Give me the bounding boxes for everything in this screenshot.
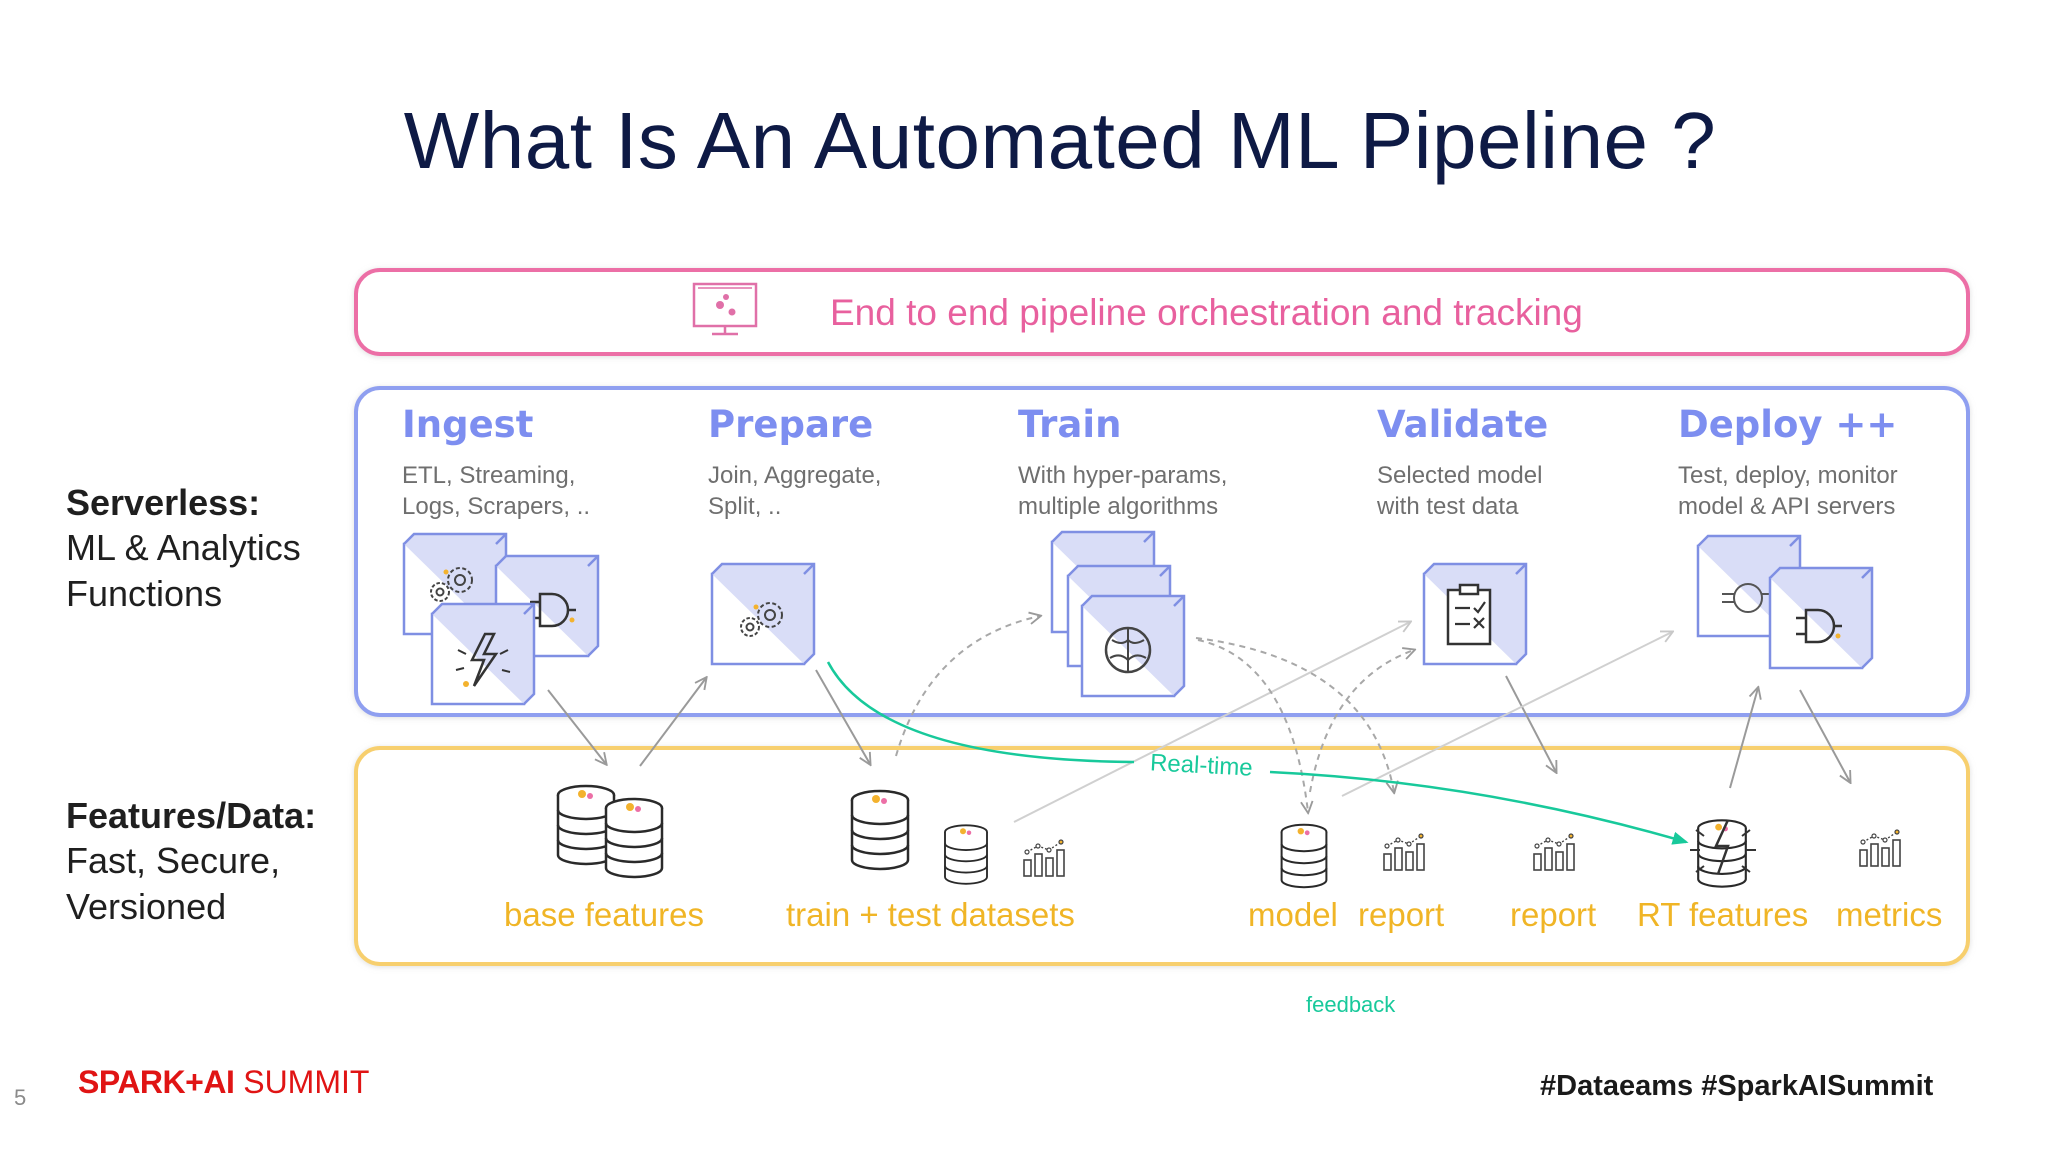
report-chart-icon: [1383, 833, 1425, 871]
rt-features-database-icon: [1690, 819, 1756, 888]
stage-title-ingest: Ingest: [402, 403, 534, 446]
functions-box: [354, 386, 1970, 717]
features-line: Fast, Secure,: [66, 840, 281, 881]
report-chart-icon: [1533, 833, 1575, 871]
stage-title-validate: Validate: [1377, 403, 1549, 446]
data-label-metrics: metrics: [1836, 896, 1943, 933]
stage-desc-line: with test data: [1377, 493, 1519, 520]
data-label-base-features: base features: [504, 896, 704, 933]
orchestration-label: End to end pipeline orchestration and tr…: [830, 292, 1583, 333]
serverless-title: Serverless:: [66, 482, 261, 523]
serverless-line: Functions: [66, 573, 223, 614]
stage-desc-validate: Selected model with test data: [1377, 460, 1542, 522]
page-number: 5: [14, 1085, 27, 1110]
stage-desc-line: Split, ..: [708, 493, 782, 520]
deploy-plug-cube-icon: [1768, 566, 1874, 670]
flow-arrows: [547, 616, 1850, 845]
orchestration-box: [354, 268, 1970, 356]
stage-desc-line: ETL, Streaming,: [402, 462, 576, 489]
stage-desc-ingest: ETL, Streaming, Logs, Scrapers, ..: [402, 460, 590, 522]
serverless-line: ML & Analytics: [66, 527, 301, 568]
logo-bold-text: SPARK+AI: [78, 1064, 235, 1100]
model-database-icon: [1280, 823, 1328, 889]
metrics-chart-icon: [1859, 829, 1901, 867]
test-dataset-database-icon: [944, 824, 988, 885]
train-dataset-database-icon: [850, 789, 910, 871]
stage-desc-line: Join, Aggregate,: [708, 462, 882, 489]
stage-desc-deploy: Test, deploy, monitor model & API server…: [1678, 460, 1898, 522]
features-title: Features/Data:: [66, 795, 317, 836]
stage-title-deploy: Deploy ++: [1678, 403, 1898, 446]
stage-desc-line: With hyper-params,: [1018, 462, 1228, 489]
spark-ai-summit-logo: SPARK+AI SUMMIT: [78, 1064, 369, 1101]
ingest-lightning-cube-icon: [430, 602, 536, 706]
logo-regular-text: SUMMIT: [234, 1064, 370, 1100]
hashtags: #Dataeams #SparkAISummit: [1540, 1070, 1934, 1102]
stage-desc-line: Selected model: [1377, 462, 1543, 489]
train-model-cubes-icon: [1050, 530, 1186, 698]
serverless-description: ML & Analytics Functions: [66, 525, 301, 617]
data-label-datasets: train + test datasets: [786, 896, 1075, 933]
prepare-gears-cube-icon: [710, 562, 816, 666]
base-features-database-icon: [556, 784, 664, 879]
stage-title-prepare: Prepare: [708, 403, 874, 446]
stage-title-train: Train: [1018, 403, 1122, 446]
monitor-pipeline-icon: [692, 282, 758, 336]
stage-desc-train: With hyper-params, multiple algorithms: [1018, 460, 1227, 522]
dataset-chart-icon: [1023, 839, 1065, 877]
features-description: Fast, Secure, Versioned: [66, 838, 280, 930]
data-label-model: model: [1248, 896, 1338, 933]
stage-desc-line: model & API servers: [1678, 493, 1896, 520]
feedback-flow-label: feedback: [1306, 992, 1396, 1017]
stage-desc-line: Logs, Scrapers, ..: [402, 493, 591, 520]
data-label-rt-features: RT features: [1637, 896, 1809, 933]
data-label-report: report: [1358, 896, 1445, 933]
features-line: Versioned: [66, 886, 227, 927]
data-label-report: report: [1510, 896, 1597, 933]
deploy-server-cube-icon: [1696, 534, 1802, 638]
stage-desc-prepare: Join, Aggregate, Split, ..: [708, 460, 881, 522]
validate-checklist-cube-icon: [1422, 562, 1528, 666]
stage-desc-line: multiple algorithms: [1018, 493, 1219, 520]
stage-desc-line: Test, deploy, monitor: [1678, 462, 1898, 489]
slide-title: What Is An Automated ML Pipeline ?: [403, 96, 1717, 185]
